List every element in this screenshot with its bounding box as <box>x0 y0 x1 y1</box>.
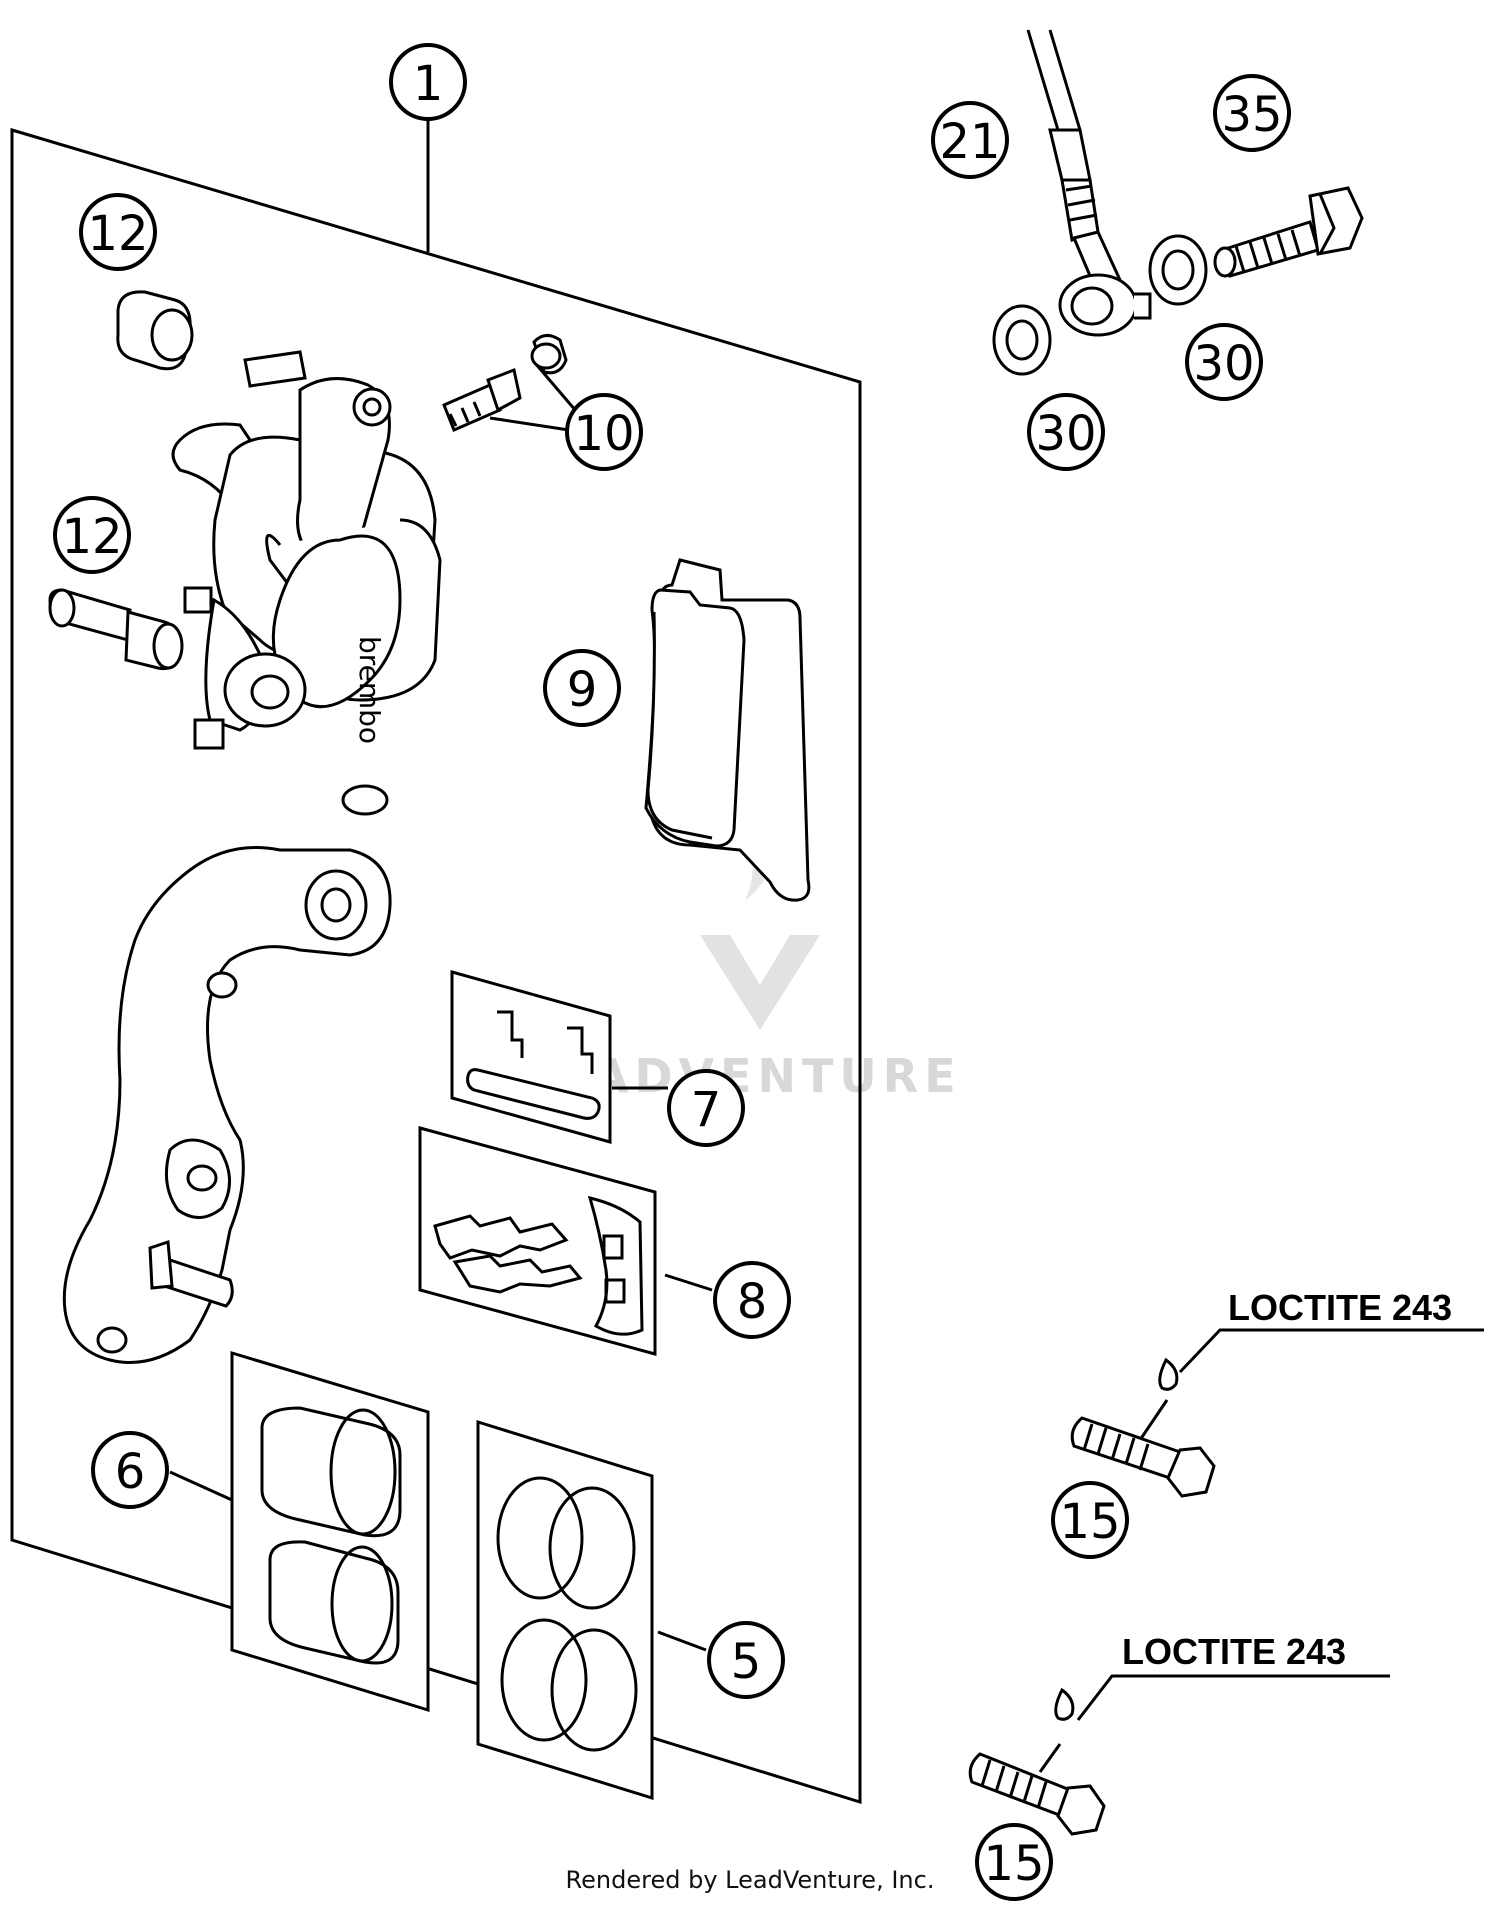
svg-text:7: 7 <box>691 1082 722 1138</box>
callout-15-lower: 15 <box>975 1823 1053 1901</box>
callout-12-lower: 12 <box>53 496 131 574</box>
piston-set <box>230 1350 430 1713</box>
leader-lines <box>169 120 1484 1773</box>
svg-text:8: 8 <box>737 1274 768 1330</box>
banjo-bolt <box>1213 186 1364 278</box>
slide-pin-bolt <box>48 588 184 671</box>
sealing-plug <box>116 290 194 371</box>
callout-8: 8 <box>713 1261 791 1339</box>
callout-9: 9 <box>543 649 621 727</box>
svg-text:21: 21 <box>939 114 1000 170</box>
render-credit: Rendered by LeadVenture, Inc. <box>565 1866 935 1894</box>
callout-12-upper: 12 <box>79 193 157 271</box>
svg-text:12: 12 <box>87 206 148 262</box>
caliper-bracket <box>62 846 392 1364</box>
callout-6: 6 <box>91 1431 169 1509</box>
svg-text:30: 30 <box>1193 336 1254 392</box>
loctite-label-upper: LOCTITE 243 <box>1228 1287 1452 1328</box>
svg-text:10: 10 <box>573 406 634 462</box>
bleeder-valve <box>442 334 568 432</box>
callout-7: 7 <box>667 1069 745 1147</box>
callout-21: 21 <box>931 101 1009 179</box>
svg-text:6: 6 <box>115 1444 146 1500</box>
svg-text:15: 15 <box>983 1836 1044 1892</box>
svg-text:12: 12 <box>61 509 122 565</box>
callout-35: 35 <box>1213 74 1291 152</box>
callout-5: 5 <box>707 1621 785 1699</box>
brake-hose <box>1026 29 1152 337</box>
callout-30-right: 30 <box>1185 323 1263 401</box>
mounting-bolt-upper <box>1070 1357 1216 1498</box>
kit-sheet-outline <box>10 127 862 1805</box>
sealing-washer <box>992 234 1208 376</box>
brake-caliper: brembo <box>171 350 442 816</box>
svg-text:5: 5 <box>731 1634 762 1690</box>
callout-15-upper: 15 <box>1051 1481 1129 1559</box>
svg-text:1: 1 <box>413 56 444 112</box>
pin-kit <box>450 970 612 1144</box>
callout-30-left: 30 <box>1027 393 1105 471</box>
caliper-brand-text: brembo <box>353 636 386 744</box>
svg-text:9: 9 <box>567 662 598 718</box>
svg-text:15: 15 <box>1059 1494 1120 1550</box>
svg-text:30: 30 <box>1035 406 1096 462</box>
loctite-label-lower: LOCTITE 243 <box>1122 1631 1346 1672</box>
spring-clip-kit <box>418 1126 657 1356</box>
callout-10: 10 <box>565 393 643 471</box>
callout-1: 1 <box>389 43 467 121</box>
brake-pad-set <box>644 558 811 902</box>
svg-text:35: 35 <box>1221 87 1282 143</box>
seal-ring-set <box>476 1419 654 1801</box>
mounting-bolt-lower <box>968 1687 1106 1836</box>
